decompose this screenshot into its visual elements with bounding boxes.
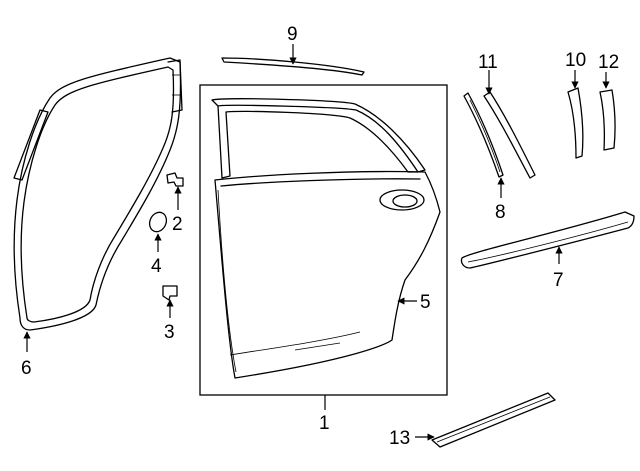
part-4-hole-plug <box>148 211 168 233</box>
callout-12: 12 <box>598 52 619 73</box>
part-13-rocker-molding <box>431 392 556 448</box>
part-1-frame-box <box>199 84 448 396</box>
part-9-upper-molding <box>221 57 365 76</box>
callout-8: 8 <box>495 202 506 223</box>
part-11-pillar-garnish <box>483 91 536 179</box>
callout-13: 13 <box>389 428 410 449</box>
part-12-applique <box>599 89 616 151</box>
part-2-clip <box>166 172 184 187</box>
callout-6: 6 <box>21 358 32 379</box>
part-6-weatherstrip <box>13 57 183 331</box>
callout-10: 10 <box>565 50 586 71</box>
part-8-pillar-molding <box>463 92 504 178</box>
callout-7: 7 <box>553 270 564 291</box>
callout-labels: 1 2 3 4 5 6 7 8 9 10 11 12 13 <box>21 24 619 449</box>
callout-3: 3 <box>164 322 175 343</box>
callout-11: 11 <box>478 52 498 73</box>
callout-9: 9 <box>287 24 298 45</box>
part-10-applique <box>567 87 584 159</box>
part-7-side-molding <box>460 211 635 269</box>
callout-4: 4 <box>151 256 162 277</box>
part-3-bracket <box>162 285 178 301</box>
callout-2: 2 <box>172 214 183 235</box>
part-5-door-shell <box>211 98 441 379</box>
callout-1: 1 <box>319 413 330 434</box>
callout-5: 5 <box>420 292 431 313</box>
leader-lines <box>23 44 610 441</box>
